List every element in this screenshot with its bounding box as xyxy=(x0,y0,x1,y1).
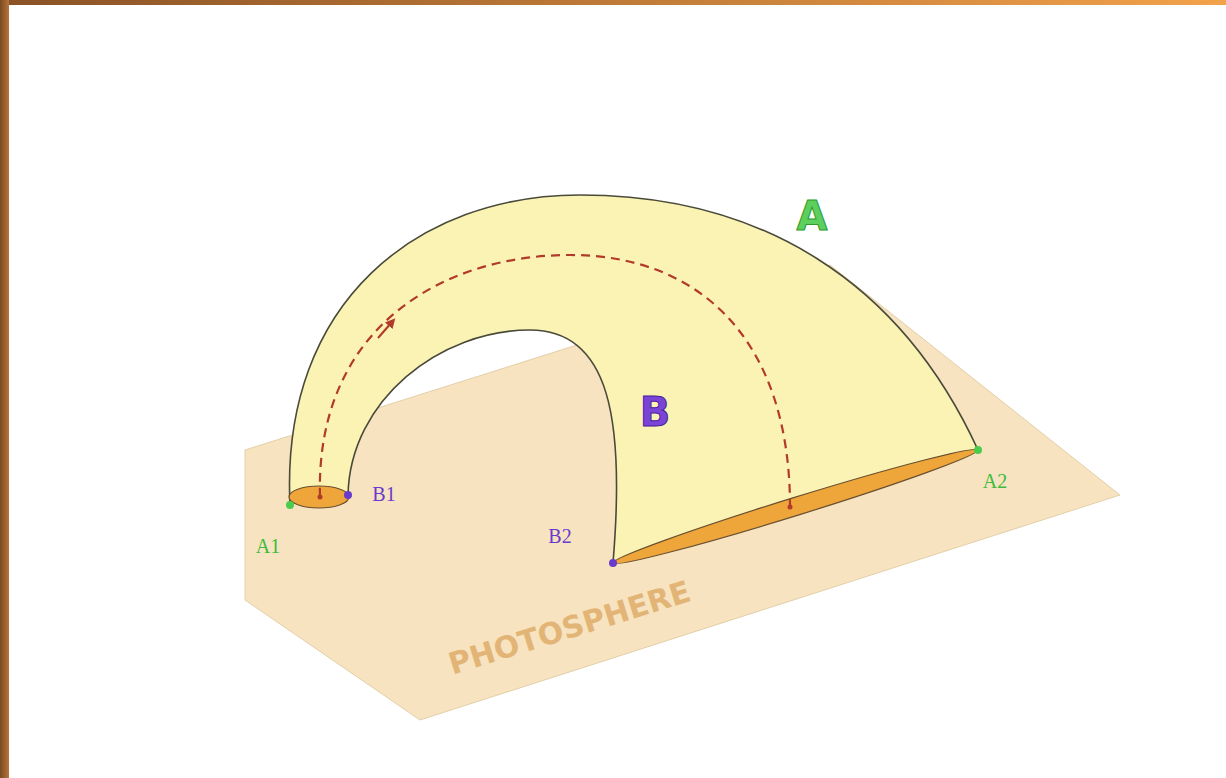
direction-arrow xyxy=(378,322,392,338)
footpoint-cross-section xyxy=(610,441,980,571)
field-line-name: A xyxy=(797,196,828,236)
axis-point xyxy=(788,505,793,510)
axis-point xyxy=(318,495,323,500)
footpoint-dot xyxy=(974,446,982,454)
flux-tube-body xyxy=(289,195,978,563)
inner-field-line xyxy=(348,330,617,563)
top-bar xyxy=(0,0,1226,5)
axis-field-line xyxy=(320,255,790,507)
left-bar xyxy=(0,0,9,778)
footpoint-label: B2 xyxy=(548,526,571,546)
footpoint-label: A2 xyxy=(983,471,1007,491)
footpoint-dot xyxy=(286,501,294,509)
field-line-name: B xyxy=(640,392,671,432)
footpoint-dot xyxy=(344,491,352,499)
footpoint-label: B1 xyxy=(372,484,395,504)
footpoint-dot xyxy=(609,559,617,567)
footpoint-label: A1 xyxy=(256,536,280,556)
surface-label: PHOTOSPHERE xyxy=(445,577,694,680)
outer-field-line xyxy=(289,195,978,505)
